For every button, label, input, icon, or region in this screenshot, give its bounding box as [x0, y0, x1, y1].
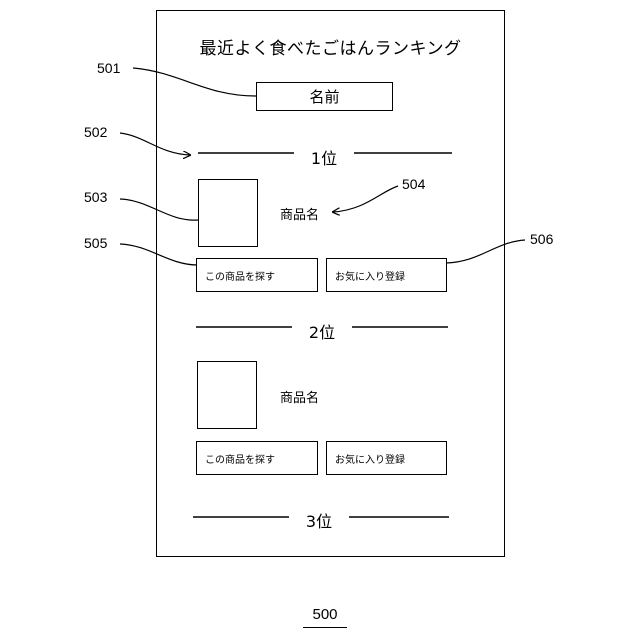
- rank-2-favorite-button-label: お気に入り登録: [335, 451, 405, 466]
- name-field[interactable]: 名前: [256, 82, 393, 111]
- screen-title: 最近よく食べたごはんランキング: [156, 34, 505, 59]
- rank-1-label: 1位: [294, 145, 354, 169]
- ref-501: 501: [97, 60, 120, 76]
- rank-2-favorite-button[interactable]: お気に入り登録: [326, 441, 447, 475]
- ref-503: 503: [84, 189, 107, 205]
- rank-2-product-name: 商品名: [280, 387, 319, 406]
- rank-2-product-image[interactable]: [197, 361, 257, 429]
- rank-1-favorite-button-label: お気に入り登録: [335, 268, 405, 283]
- figure-number: 500: [290, 606, 360, 623]
- ref-504: 504: [402, 176, 425, 192]
- leader-505: [120, 244, 198, 265]
- figure-number-underline: [303, 627, 347, 628]
- rank-1-product-image[interactable]: [198, 179, 258, 247]
- rank-3-label: 3位: [289, 508, 349, 532]
- rank-1-search-button[interactable]: この商品を探す: [196, 258, 318, 292]
- rank-2-label: 2位: [292, 319, 352, 343]
- ref-502: 502: [84, 124, 107, 140]
- rank-2-search-button[interactable]: この商品を探す: [196, 441, 318, 475]
- leader-504: [333, 186, 398, 212]
- rank-2-search-button-label: この商品を探す: [205, 451, 275, 466]
- leader-501: [133, 68, 256, 96]
- leader-506: [446, 240, 525, 263]
- leader-503: [120, 199, 198, 220]
- rank-1-product-name: 商品名: [280, 204, 319, 223]
- ref-505: 505: [84, 235, 107, 251]
- ref-506: 506: [530, 231, 553, 247]
- rank-1-search-button-label: この商品を探す: [205, 268, 275, 283]
- name-field-label: 名前: [309, 86, 339, 107]
- rank-1-favorite-button[interactable]: お気に入り登録: [326, 258, 447, 292]
- leader-502: [120, 133, 190, 155]
